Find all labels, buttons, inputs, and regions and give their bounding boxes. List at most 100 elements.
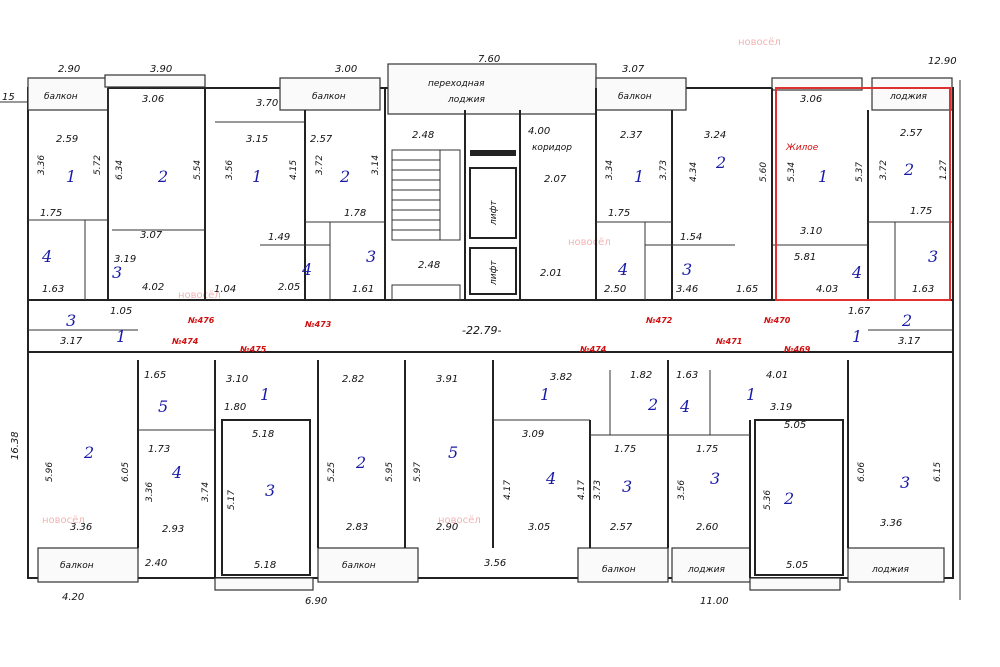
room-dim: 1.67	[848, 306, 871, 317]
room-number: 4	[617, 260, 628, 279]
room-dim: 1.82	[630, 370, 652, 381]
room-dim: 5.36	[763, 490, 773, 510]
apartment-number: №474	[579, 345, 607, 354]
room-dim: 3.34	[605, 160, 615, 180]
room-dim: 1.63	[912, 284, 934, 295]
room-dim: 1.75	[614, 444, 636, 455]
room-dim: 3.10	[800, 226, 822, 237]
overall-dimensions: 2.90 3.90 3.00 7.60 3.07 12.90 4.20 2.40…	[2, 54, 957, 607]
room-dim: 3.24	[704, 130, 726, 141]
room-dim: 1.75	[40, 208, 62, 219]
room-number: 2	[903, 160, 914, 179]
highlighted-apartment	[775, 87, 951, 301]
room-number: 3	[366, 247, 376, 266]
room-number: 3	[710, 469, 720, 488]
room-dim: 4.00	[528, 126, 550, 137]
room-dim: 3.73	[593, 480, 603, 500]
room-dim: 1.75	[696, 444, 718, 455]
room-dim: 5.05	[784, 420, 806, 431]
room-dim: 3.14	[371, 155, 381, 175]
room-dim: 6.34	[115, 160, 125, 180]
room-dim: 3.07	[140, 230, 163, 241]
apartment-number: №470	[763, 316, 791, 325]
transfer-loggia-label-2: лоджия	[447, 95, 485, 105]
dim-bottom: 4.20	[62, 592, 84, 603]
room-dim: 1.75	[910, 206, 932, 217]
room-dim: 3.70	[256, 98, 278, 109]
room-dim: 3.36	[880, 518, 902, 529]
room-number: 1	[746, 385, 756, 404]
room-dim: 5.05	[786, 560, 808, 571]
room-dim: 1.05	[110, 306, 132, 317]
room-dim: 6.15	[933, 462, 943, 482]
apartment-number: №472	[645, 316, 673, 325]
room-dim: 2.90	[436, 522, 458, 533]
dim-left-tick: 15	[2, 92, 15, 103]
room-dim: 4.01	[766, 370, 788, 381]
room-dim: 2.82	[342, 374, 364, 385]
room-number: 1	[540, 385, 550, 404]
transfer-loggia-label: переходная	[428, 79, 485, 89]
room-dim: 3.91	[436, 374, 458, 385]
room-number: 3	[928, 247, 938, 266]
room-dim: 6.05	[121, 462, 131, 482]
room-dim: 1.65	[144, 370, 166, 381]
room-dim: 3.15	[246, 134, 268, 145]
top-balconies	[27, 63, 953, 115]
room-dim: 3.06	[142, 94, 164, 105]
balcony-label: балкон	[342, 561, 376, 571]
room-numbers: 1 2 1 2 4 3 4 3 3 1 1 2 1 2 4 3 4 3 1 2 …	[41, 153, 938, 508]
room-number: 2	[83, 443, 94, 462]
room-number: 3	[265, 481, 275, 500]
room-dim: 5.72	[93, 155, 103, 175]
room-number: 4	[679, 397, 690, 416]
room-dim: 5.60	[759, 162, 769, 182]
room-dim: 2.93	[162, 524, 184, 535]
balcony-label: балкон	[618, 92, 652, 102]
room-dim: 5.96	[45, 462, 55, 482]
room-number: 4	[41, 247, 52, 266]
room-number: 4	[851, 263, 862, 282]
room-dim: 1.63	[676, 370, 698, 381]
room-dim: 4.15	[289, 160, 299, 180]
room-number: 1	[260, 385, 270, 404]
room-dim: 1.73	[148, 444, 170, 455]
room-dim: 3.36	[70, 522, 92, 533]
room-dim: 2.48	[418, 260, 440, 271]
dim-top: 7.60	[478, 54, 500, 65]
room-number: 3	[112, 263, 122, 282]
watermark-group: новосёл новосёл новосёл новосёл новосёл	[42, 37, 781, 526]
room-dim: 3.06	[800, 94, 822, 105]
room-dim: 4.17	[503, 480, 513, 500]
loggia-label: лоджия	[687, 565, 725, 575]
room-dim: 5.34	[787, 162, 797, 182]
room-number: 3	[622, 477, 632, 496]
apartment-number: №473	[304, 320, 332, 329]
room-number: 4	[301, 260, 312, 279]
apartment-numbers: №476 №474 №473 №475 №474 №472 №471 №470 …	[171, 316, 811, 354]
room-dim: 5.54	[193, 160, 203, 180]
room-dim: 2.07	[544, 174, 567, 185]
room-number: 2	[157, 167, 168, 186]
room-dim: 2.57	[310, 134, 333, 145]
room-dim: 3.36	[37, 155, 47, 175]
room-number: 3	[900, 473, 910, 492]
room-number: 1	[116, 327, 126, 346]
room-dim: 3.36	[145, 482, 155, 502]
dim-top: 3.07	[622, 64, 645, 75]
room-number: 2	[783, 489, 794, 508]
room-dim: 1.49	[268, 232, 290, 243]
dim-bottom: 11.00	[700, 596, 729, 607]
room-dim: 3.19	[114, 254, 136, 265]
room-dim: 1.75	[608, 208, 630, 219]
room-dim: 6.06	[857, 462, 867, 482]
room-number: 2	[901, 311, 912, 330]
watermark: новосёл	[438, 515, 481, 526]
room-dim: 3.46	[676, 284, 698, 295]
room-dim: 2.37	[620, 130, 643, 141]
room-number: 1	[66, 167, 76, 186]
watermark: новосёл	[738, 37, 781, 48]
dim-top: 2.90	[58, 64, 80, 75]
room-dim: 2.59	[56, 134, 78, 145]
room-dim: 2.60	[696, 522, 718, 533]
